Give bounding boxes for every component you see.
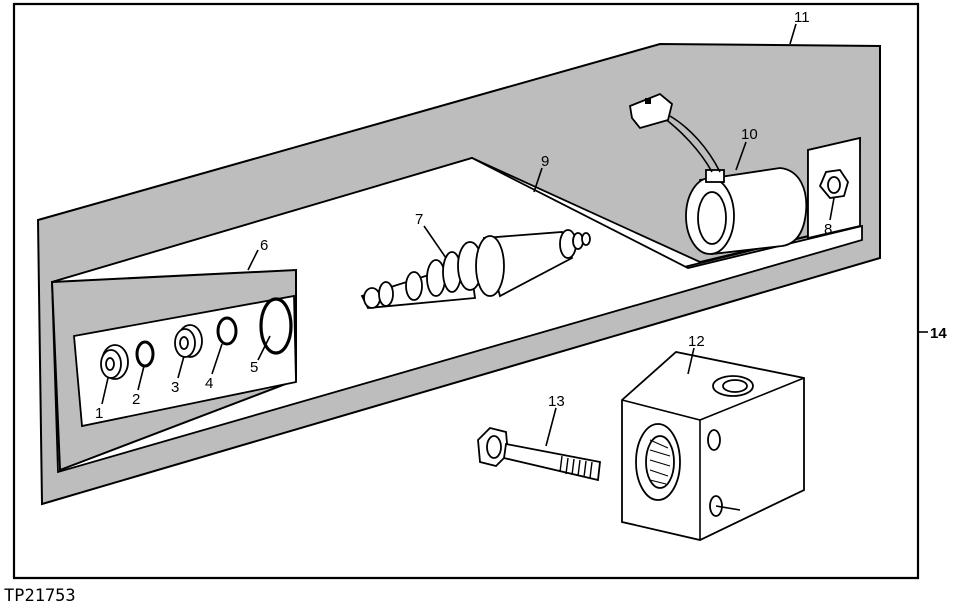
leader-2 [137, 365, 145, 391]
leader-lines [101, 23, 928, 447]
outer-frame [12, 2, 920, 580]
leader-11 [789, 23, 797, 45]
callout-4: 4 [205, 375, 213, 392]
callout-5: 5 [250, 359, 258, 376]
leader-8 [829, 197, 835, 221]
callout-2: 2 [132, 391, 140, 408]
leader-4 [211, 343, 223, 375]
callout-8: 8 [824, 221, 832, 238]
leader-5 [257, 335, 271, 361]
leader-9 [533, 167, 543, 193]
callout-11: 11 [794, 9, 810, 26]
leader-13 [545, 407, 557, 447]
part-13-bolt [477, 427, 601, 482]
part-7-valve-cartridge [360, 229, 591, 309]
part-2-o-ring [135, 340, 155, 368]
part-1-bushing [100, 344, 129, 380]
seal-card [73, 294, 297, 428]
leader-10 [735, 141, 747, 171]
figure-id: TP21753 [4, 586, 76, 604]
part-12-valve-block [621, 351, 805, 541]
callout-9: 9 [541, 153, 549, 170]
callout-13: 13 [548, 393, 565, 410]
leader-12 [687, 347, 695, 375]
part-10-solenoid-coil [628, 92, 808, 255]
part-8-nut [818, 169, 849, 199]
leader-6 [247, 249, 259, 271]
callout-14: 14 [930, 325, 947, 342]
callout-6: 6 [260, 237, 268, 254]
leader-1 [101, 377, 109, 405]
callout-7: 7 [415, 211, 423, 228]
callout-1: 1 [95, 405, 103, 422]
callout-3: 3 [171, 379, 179, 396]
callout-10: 10 [741, 126, 758, 143]
part-3-bushing [174, 324, 203, 358]
part-4-o-ring [216, 316, 238, 346]
callout-12: 12 [688, 333, 705, 350]
part-5-o-ring [259, 297, 293, 355]
leader-7 [423, 225, 447, 259]
leader-3 [177, 355, 185, 379]
